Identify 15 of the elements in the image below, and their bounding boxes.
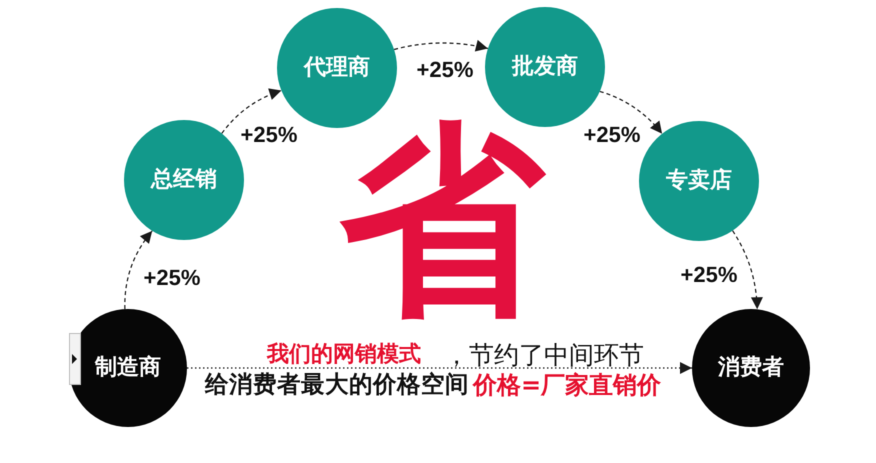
arrow — [732, 230, 763, 310]
arrow — [600, 90, 663, 134]
arrow — [221, 88, 282, 134]
slogan-text: ，节约了中间环节 — [444, 341, 644, 369]
arrow — [124, 230, 153, 310]
endpoint-circle: 消费者 — [692, 309, 810, 427]
arrow — [187, 362, 692, 374]
stage-circle: 批发商 — [485, 7, 605, 127]
stage-circle: 代理商 — [277, 8, 397, 128]
endpoint-circle: 制造商 — [69, 309, 187, 427]
arrow — [394, 40, 488, 52]
stage-circle: 专卖店 — [639, 121, 759, 241]
slogan-text: 我们的网销模式 — [267, 342, 421, 368]
slogan-text: 给消费者最大的价格空间 — [205, 372, 469, 398]
slogan-text: 价格=厂家直销价 — [472, 372, 662, 398]
